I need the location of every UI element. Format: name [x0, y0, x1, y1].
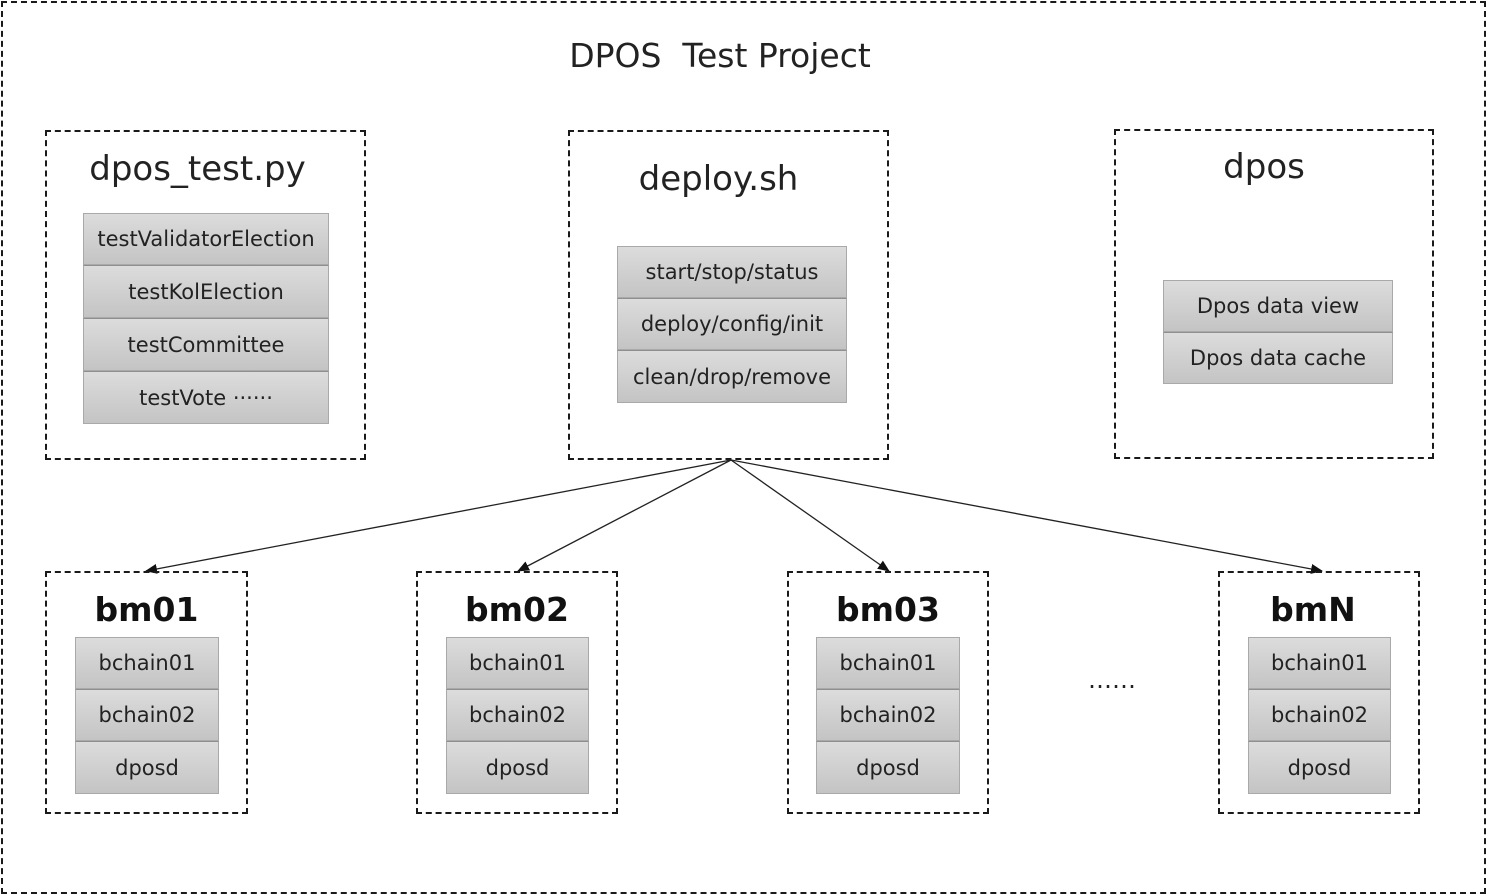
list-item: dposd: [446, 741, 589, 794]
list-item: bchain02: [446, 689, 589, 741]
list-item: clean/drop/remove: [617, 350, 847, 403]
list-item: testValidatorElection: [83, 213, 329, 265]
list-item: dposd: [75, 741, 219, 794]
node-bm01-title: bm01: [94, 590, 199, 629]
more-nodes-ellipsis: ……: [1088, 666, 1136, 694]
list-item: testCommittee: [83, 318, 329, 371]
list-item: bchain02: [816, 689, 960, 741]
list-item: Dpos data view: [1163, 280, 1393, 332]
module-dpos-test: [45, 130, 366, 460]
module-deploy-list: start/stop/status deploy/config/init cle…: [617, 246, 847, 403]
node-bm02: [416, 571, 618, 814]
node-bm03-title: bm03: [836, 590, 940, 629]
list-item: dposd: [816, 741, 960, 794]
node-bmN-title: bmN: [1270, 590, 1356, 629]
list-item: bchain02: [1248, 689, 1391, 741]
node-bm03: [787, 571, 989, 814]
module-dpos-test-title: dpos_test.py: [89, 149, 306, 189]
module-dpos-list: Dpos data view Dpos data cache: [1163, 280, 1393, 384]
list-item: dposd: [1248, 741, 1391, 794]
module-dpos-test-list: testValidatorElection testKolElection te…: [83, 213, 329, 424]
diagram-title: DPOS Test Project: [569, 36, 871, 75]
list-item: Dpos data cache: [1163, 332, 1393, 384]
node-bm02-title: bm02: [465, 590, 569, 629]
arrow-to-bmN: [730, 459, 1323, 574]
list-item: bchain01: [816, 637, 960, 689]
module-deploy-title: deploy.sh: [638, 159, 799, 199]
node-bm02-list: bchain01 bchain02 dposd: [446, 637, 589, 794]
module-dpos-title: dpos: [1223, 147, 1305, 187]
node-bmN-list: bchain01 bchain02 dposd: [1248, 637, 1391, 794]
arrow-to-bm02: [517, 459, 732, 572]
list-item: bchain01: [446, 637, 589, 689]
list-item: bchain02: [75, 689, 219, 741]
node-bm01-list: bchain01 bchain02 dposd: [75, 637, 219, 794]
module-dpos: [1114, 129, 1434, 459]
list-item: testKolElection: [83, 265, 329, 318]
arrow-to-bm01: [145, 459, 732, 574]
list-item: start/stop/status: [617, 246, 847, 298]
list-item: deploy/config/init: [617, 298, 847, 350]
node-bmN: [1218, 571, 1420, 814]
node-bm01: [45, 571, 248, 814]
list-item: testVote ······: [83, 371, 329, 424]
list-item: bchain01: [75, 637, 219, 689]
module-deploy: [568, 130, 889, 460]
list-item: bchain01: [1248, 637, 1391, 689]
node-bm03-list: bchain01 bchain02 dposd: [816, 637, 960, 794]
arrow-to-bm03: [730, 459, 890, 572]
